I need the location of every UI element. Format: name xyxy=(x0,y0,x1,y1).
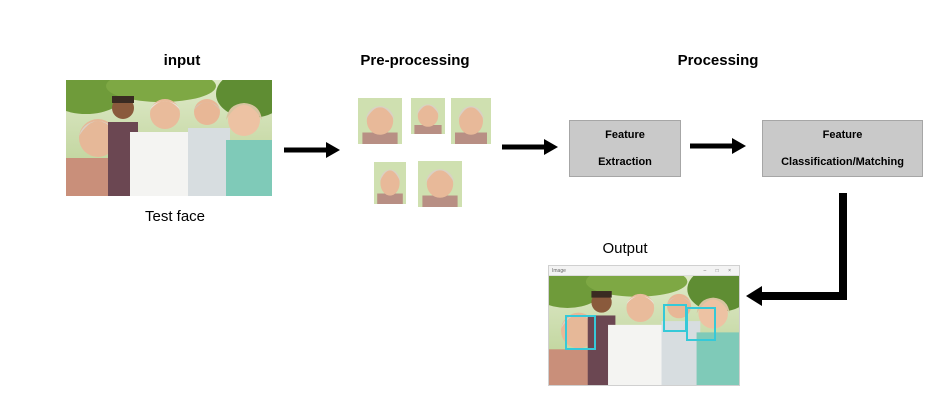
right-arrow-icon xyxy=(502,138,560,156)
feature-extraction-line2: Extraction xyxy=(598,155,652,168)
output-window-titlebar: Image – □ × xyxy=(549,266,739,276)
input-heading: input xyxy=(163,52,201,69)
feature-classification-line1: Feature xyxy=(822,128,863,141)
processing-heading: Processing xyxy=(677,52,759,69)
feature-classification-box: Feature Classification/Matching xyxy=(762,120,923,177)
face-crop-2 xyxy=(411,98,445,134)
test-face-caption: Test face xyxy=(144,208,206,225)
face-detection-box-1 xyxy=(565,315,596,350)
right-arrow-icon xyxy=(690,137,748,155)
elbow-arrow-icon xyxy=(744,193,852,308)
face-crop-1 xyxy=(358,98,402,144)
face-crop-3 xyxy=(451,98,491,144)
input-photo xyxy=(66,80,272,196)
output-photo xyxy=(549,276,739,385)
output-window-title: Image xyxy=(552,267,566,274)
preprocessing-heading: Pre-processing xyxy=(360,52,470,69)
feature-extraction-box: Feature Extraction xyxy=(569,120,681,177)
window-controls-icon: – □ × xyxy=(703,267,735,274)
output-window: Image – □ × xyxy=(548,265,740,386)
face-crop-5 xyxy=(418,161,462,207)
right-arrow-icon xyxy=(284,141,342,159)
output-heading: Output xyxy=(602,240,648,257)
face-crop-4 xyxy=(374,162,406,204)
feature-classification-line2: Classification/Matching xyxy=(781,155,904,168)
feature-extraction-line1: Feature xyxy=(605,128,645,141)
face-detection-box-3 xyxy=(686,307,716,341)
